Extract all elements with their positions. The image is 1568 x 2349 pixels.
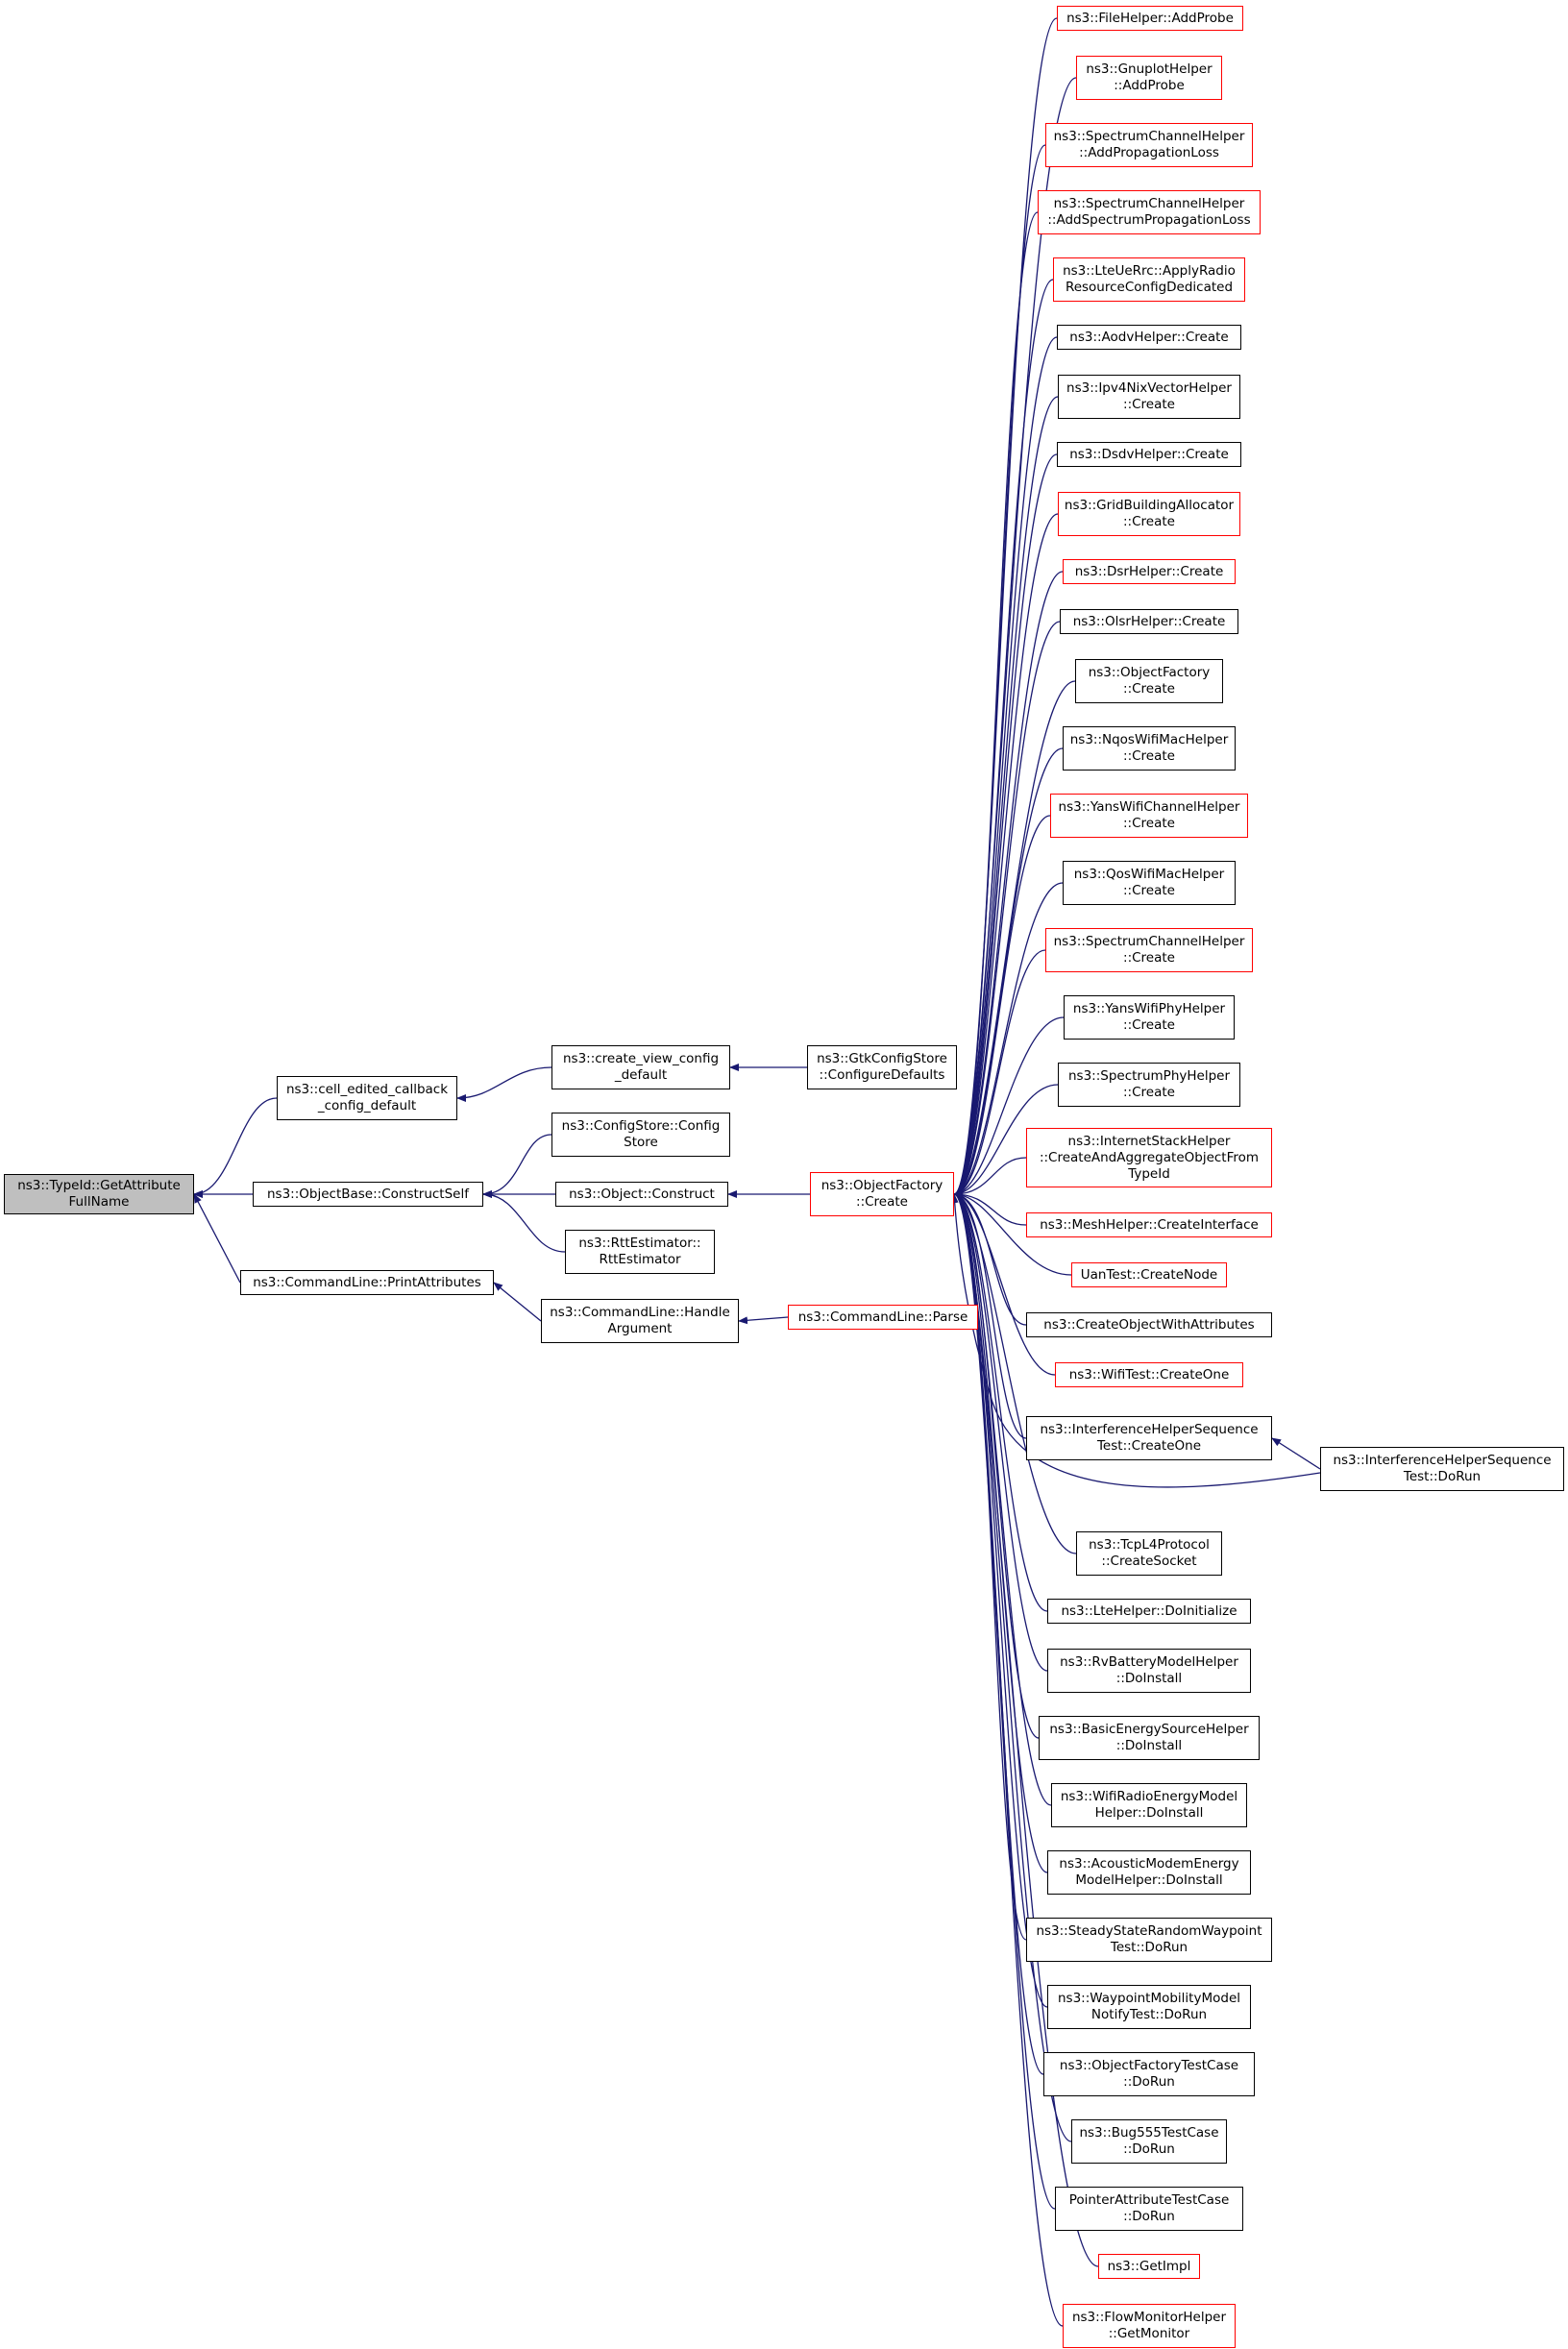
node-c30[interactable]: ns3::SteadyStateRandomWaypoint Test::DoR… <box>1026 1918 1272 1962</box>
edge-c28-to-ofcreate <box>953 1190 1052 1806</box>
node-c9[interactable]: ns3::DsrHelper::Create <box>1063 559 1236 584</box>
node-c27[interactable]: ns3::BasicEnergySourceHelper ::DoInstall <box>1039 1716 1260 1760</box>
node-getattr: ns3::TypeId::GetAttribute FullName <box>4 1174 194 1214</box>
node-c5[interactable]: ns3::AodvHelper::Create <box>1057 325 1241 350</box>
edge-c7-to-ofcreate <box>953 453 1058 1198</box>
node-c20[interactable]: UanTest::CreateNode <box>1071 1262 1227 1287</box>
node-c36[interactable]: ns3::FlowMonitorHelper ::GetMonitor <box>1063 2304 1236 2348</box>
edge-c9-to-ofcreate <box>953 571 1064 1198</box>
edge-c15-to-ofcreate <box>953 949 1046 1198</box>
edge-configstore-to-construct <box>482 1134 552 1198</box>
node-c7[interactable]: ns3::DsdvHelper::Create <box>1057 442 1241 467</box>
node-c34[interactable]: PointerAttributeTestCase ::DoRun <box>1055 2187 1243 2231</box>
node-c14[interactable]: ns3::QosWifiMacHelper ::Create <box>1063 861 1236 905</box>
node-printattr[interactable]: ns3::CommandLine::PrintAttributes <box>240 1270 494 1295</box>
node-c0[interactable]: ns3::FileHelper::AddProbe <box>1057 6 1243 31</box>
edge-c5-to-ofcreate <box>953 336 1058 1198</box>
node-configstore[interactable]: ns3::ConfigStore::Config Store <box>551 1113 730 1157</box>
node-c26[interactable]: ns3::RvBatteryModelHelper ::DoInstall <box>1047 1649 1251 1693</box>
node-c32[interactable]: ns3::ObjectFactoryTestCase ::DoRun <box>1043 2052 1255 2096</box>
edge-rtt-to-construct <box>482 1190 566 1253</box>
edge-handlearg-to-printattr <box>493 1282 542 1322</box>
node-rtt[interactable]: ns3::RttEstimator:: RttEstimator <box>565 1230 715 1274</box>
edge-c22-to-ofcreate <box>953 1190 1056 1376</box>
node-c35[interactable]: ns3::GetImpl <box>1098 2254 1200 2279</box>
edge-c25-to-ofcreate <box>953 1190 1048 1612</box>
node-c17[interactable]: ns3::SpectrumPhyHelper ::Create <box>1058 1063 1240 1107</box>
edge-c3-to-ofcreate <box>953 211 1039 1198</box>
edge-c4-to-ofcreate <box>953 279 1054 1198</box>
edge-c17-to-ofcreate <box>953 1084 1059 1198</box>
edge-dorun-to-c23 <box>1271 1437 1321 1470</box>
node-c31[interactable]: ns3::WaypointMobilityModel NotifyTest::D… <box>1047 1985 1251 2029</box>
edge-c18-to-ofcreate <box>953 1157 1027 1198</box>
node-c6[interactable]: ns3::Ipv4NixVectorHelper ::Create <box>1058 375 1240 419</box>
node-celledit[interactable]: ns3::cell_edited_callback _config_defaul… <box>277 1076 457 1120</box>
node-c19[interactable]: ns3::MeshHelper::CreateInterface <box>1026 1212 1272 1237</box>
edge-c23-to-ofcreate <box>953 1190 1027 1439</box>
edge-c26-to-ofcreate <box>953 1190 1048 1672</box>
edge-dorun-to-ofcreate <box>950 1193 1321 1488</box>
edge-c12-to-ofcreate <box>953 747 1064 1198</box>
node-c25[interactable]: ns3::LteHelper::DoInitialize <box>1047 1599 1251 1624</box>
node-c13[interactable]: ns3::YansWifiChannelHelper ::Create <box>1050 794 1248 838</box>
node-gtk[interactable]: ns3::GtkConfigStore ::ConfigureDefaults <box>807 1045 957 1089</box>
node-c8[interactable]: ns3::GridBuildingAllocator ::Create <box>1058 492 1240 536</box>
node-c11[interactable]: ns3::ObjectFactory ::Create <box>1075 659 1223 703</box>
edge-c34-to-ofcreate <box>953 1190 1056 2210</box>
edge-c36-to-ofcreate <box>953 1190 1064 2327</box>
edge-c21-to-ofcreate <box>953 1190 1027 1326</box>
node-c28[interactable]: ns3::WifiRadioEnergyModel Helper::DoInst… <box>1051 1783 1247 1827</box>
node-dorun[interactable]: ns3::InterferenceHelperSequence Test::Do… <box>1320 1447 1564 1491</box>
edge-c14-to-ofcreate <box>953 882 1064 1198</box>
node-createview[interactable]: ns3::create_view_config _default <box>551 1045 730 1089</box>
edge-c1-to-ofcreate <box>953 77 1077 1198</box>
node-c1[interactable]: ns3::GnuplotHelper ::AddProbe <box>1076 56 1222 100</box>
edge-c16-to-ofcreate <box>953 1016 1065 1198</box>
edge-c20-to-ofcreate <box>953 1190 1072 1276</box>
node-c33[interactable]: ns3::Bug555TestCase ::DoRun <box>1071 2119 1227 2164</box>
node-objconstruct[interactable]: ns3::Object::Construct <box>555 1182 728 1207</box>
edge-c10-to-ofcreate <box>953 621 1061 1198</box>
node-c2[interactable]: ns3::SpectrumChannelHelper ::AddPropagat… <box>1045 123 1253 167</box>
edge-c13-to-ofcreate <box>953 815 1051 1198</box>
edge-printattr-to-getattr <box>193 1193 241 1284</box>
node-c10[interactable]: ns3::OlsrHelper::Create <box>1060 609 1238 634</box>
node-c24[interactable]: ns3::TcpL4Protocol ::CreateSocket <box>1076 1531 1222 1576</box>
edge-c24-to-ofcreate <box>953 1190 1077 1554</box>
node-c18[interactable]: ns3::InternetStackHelper ::CreateAndAggr… <box>1026 1128 1272 1187</box>
edge-celledit-to-getattr <box>193 1097 278 1198</box>
node-c12[interactable]: ns3::NqosWifiMacHelper ::Create <box>1063 726 1236 771</box>
node-c29[interactable]: ns3::AcousticModemEnergy ModelHelper::Do… <box>1047 1850 1251 1895</box>
node-c4[interactable]: ns3::LteUeRrc::ApplyRadio ResourceConfig… <box>1053 257 1245 302</box>
node-c16[interactable]: ns3::YansWifiPhyHelper ::Create <box>1064 995 1235 1040</box>
node-parse[interactable]: ns3::CommandLine::Parse <box>788 1305 978 1330</box>
node-construct[interactable]: ns3::ObjectBase::ConstructSelf <box>253 1182 483 1207</box>
edge-parse-to-handlearg <box>738 1316 789 1325</box>
node-handlearg[interactable]: ns3::CommandLine::Handle Argument <box>541 1299 739 1343</box>
edge-createview-to-celledit <box>456 1066 552 1102</box>
node-c23[interactable]: ns3::InterferenceHelperSequence Test::Cr… <box>1026 1416 1272 1460</box>
node-c22[interactable]: ns3::WifiTest::CreateOne <box>1055 1362 1243 1387</box>
edge-c8-to-ofcreate <box>953 513 1059 1198</box>
edge-c19-to-ofcreate <box>953 1190 1027 1226</box>
node-c21[interactable]: ns3::CreateObjectWithAttributes <box>1026 1312 1272 1337</box>
edge-c11-to-ofcreate <box>953 680 1076 1198</box>
node-ofcreate[interactable]: ns3::ObjectFactory ::Create <box>810 1172 954 1216</box>
edge-c29-to-ofcreate <box>953 1190 1048 1873</box>
node-c15[interactable]: ns3::SpectrumChannelHelper ::Create <box>1045 928 1253 972</box>
node-c3[interactable]: ns3::SpectrumChannelHelper ::AddSpectrum… <box>1038 190 1261 234</box>
